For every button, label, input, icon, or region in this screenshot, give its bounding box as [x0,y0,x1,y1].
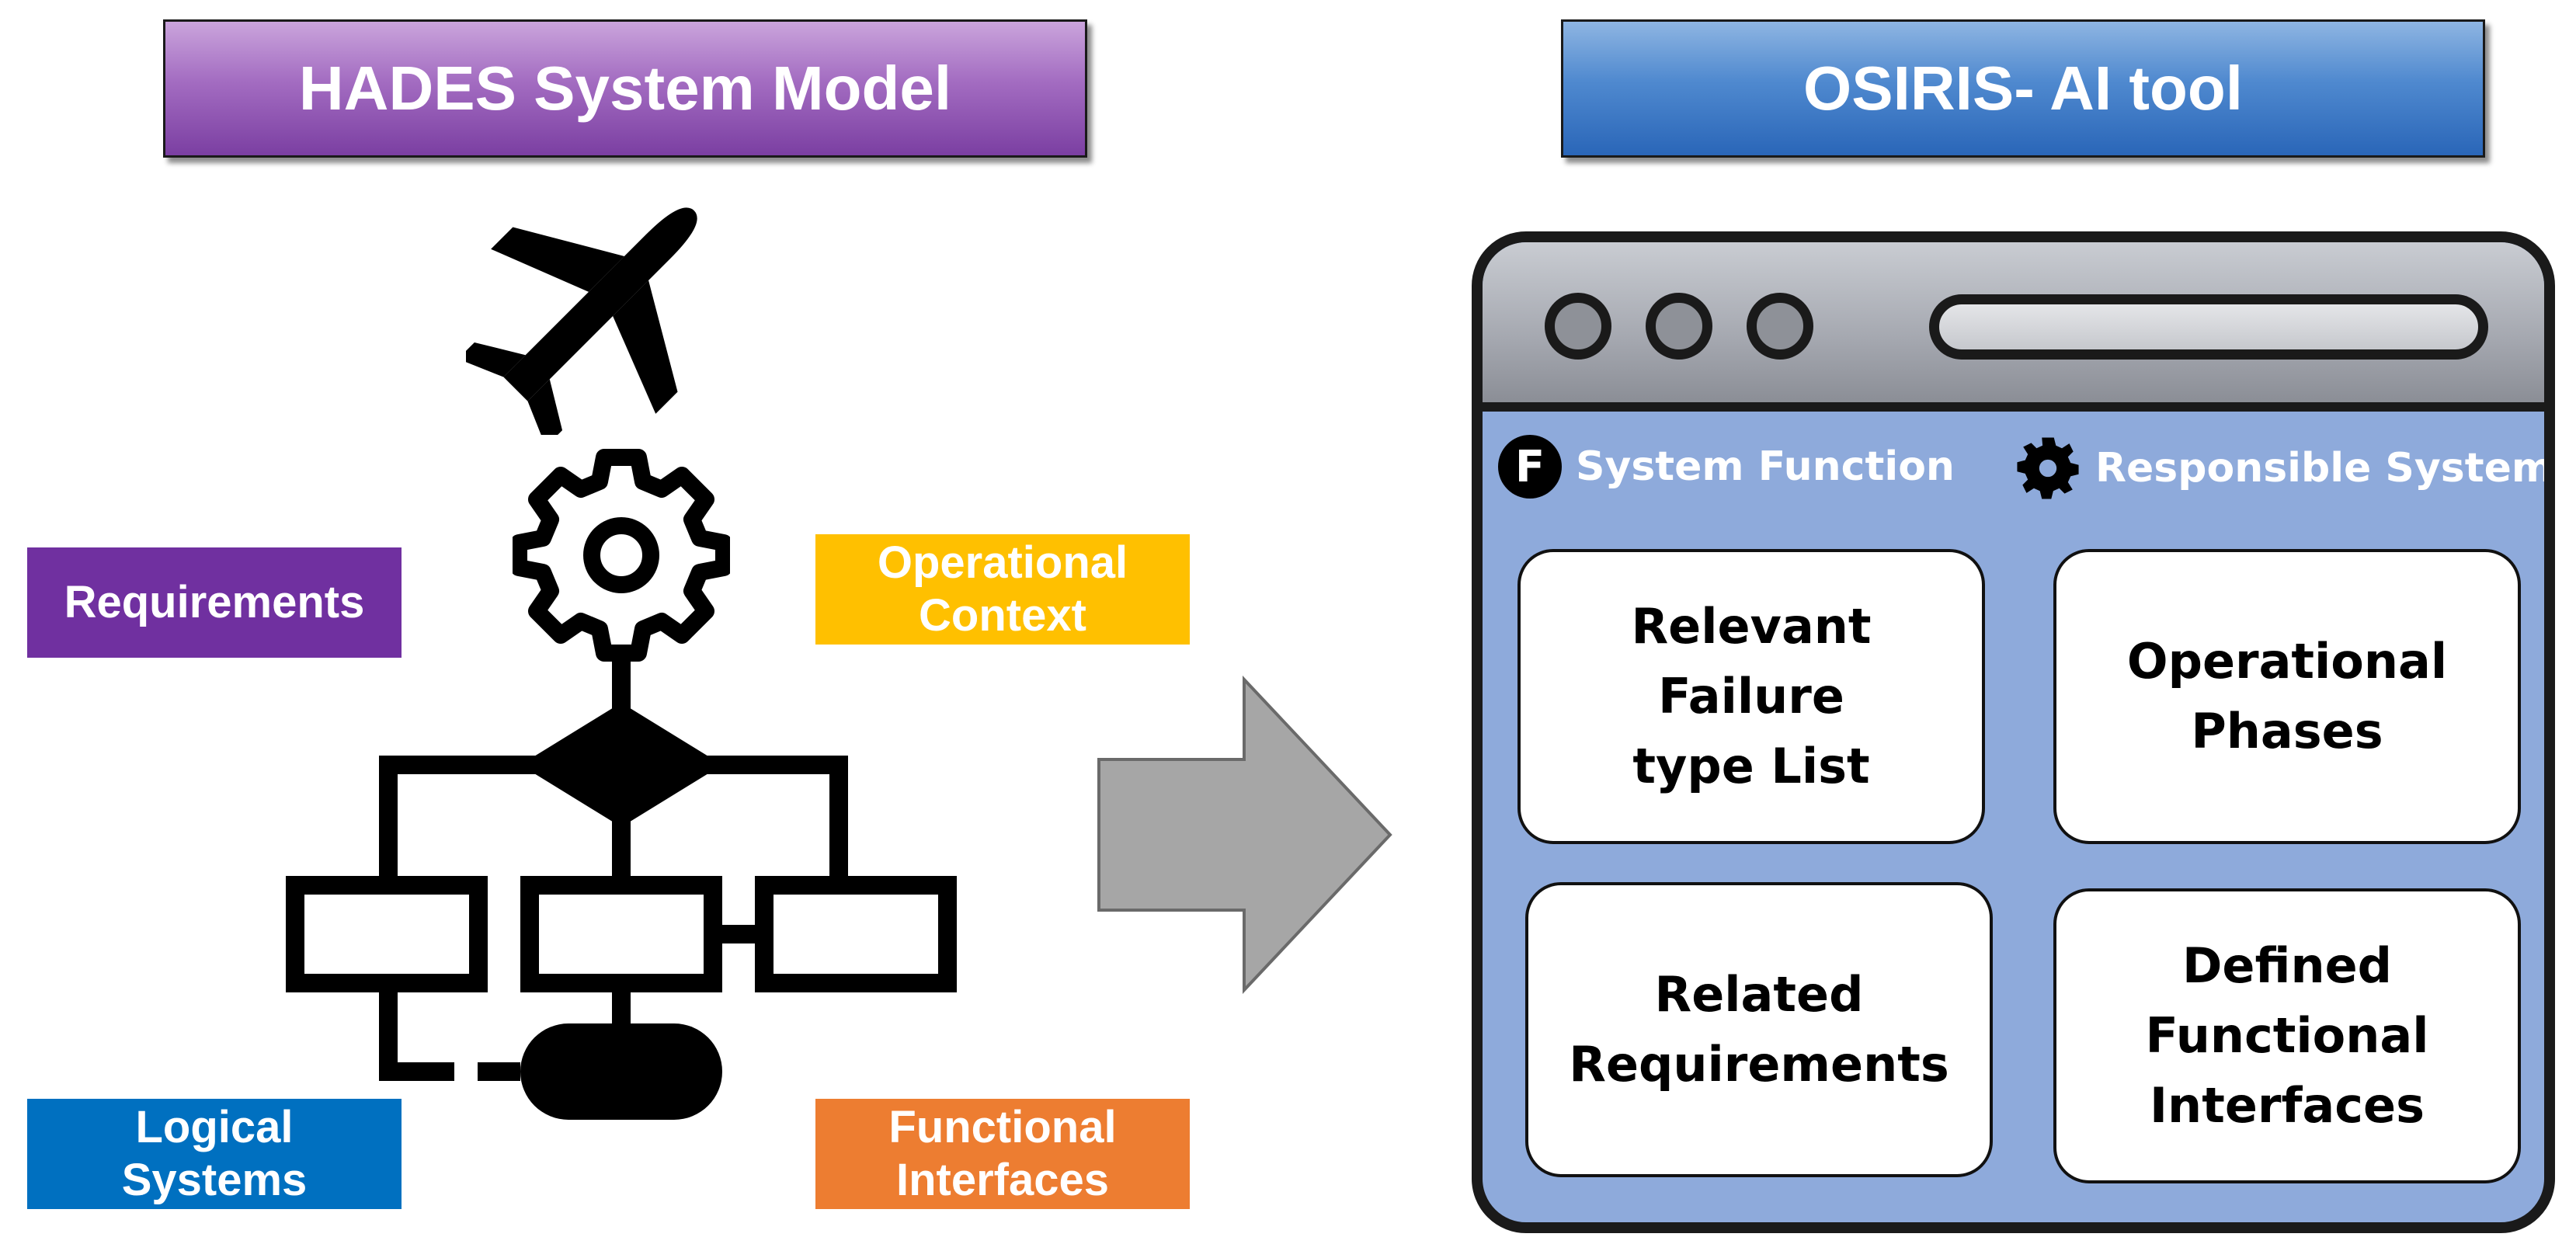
functional-interfaces-label: Functional Interfaces [815,1099,1190,1209]
card-operational-phases[interactable]: Operational Phases [2053,549,2521,844]
osiris-title-banner: OSIRIS- AI tool [1561,19,2485,158]
card-defined-functional-interfaces[interactable]: Defined Functional Interfaces [2053,888,2521,1183]
window-dot-3[interactable] [1747,293,1813,360]
window-dot-2[interactable] [1646,293,1712,360]
gear-icon [2017,437,2079,499]
responsible-system-header: Responsible System [2015,435,2554,502]
card-relevant-failure-types[interactable]: Relevant Failure type List [1517,549,1985,844]
flowchart-icon [286,652,957,1120]
address-bar[interactable] [1929,294,2488,360]
airplane-icon [466,207,697,435]
card-related-requirements[interactable]: Related Requirements [1525,882,1993,1177]
operational-context-text: Operational Context [877,537,1128,641]
right-arrow-icon [1097,676,1392,994]
operational-context-label: Operational Context [815,534,1190,645]
logical-systems-text: Logical Systems [121,1101,308,1205]
osiris-title: OSIRIS- AI tool [1803,54,2243,123]
functional-interfaces-text: Functional Interfaces [888,1101,1117,1205]
responsible-system-text: Responsible System [2095,445,2554,492]
hades-title: HADES System Model [298,54,952,123]
system-function-header: F System Function [1498,435,1955,499]
requirements-text: Requirements [64,576,365,627]
system-function-text: System Function [1576,443,1955,490]
requirements-label: Requirements [27,547,402,658]
gear-icon [513,449,730,662]
function-f-letter: F [1514,441,1545,492]
logical-systems-label: Logical Systems [27,1099,402,1209]
window-titlebar [1483,242,2544,412]
window-dot-1[interactable] [1545,293,1611,360]
hades-title-banner: HADES System Model [163,19,1087,158]
app-window: F System Function Responsible System Rel… [1472,231,2555,1233]
function-f-icon: F [1498,435,1562,499]
